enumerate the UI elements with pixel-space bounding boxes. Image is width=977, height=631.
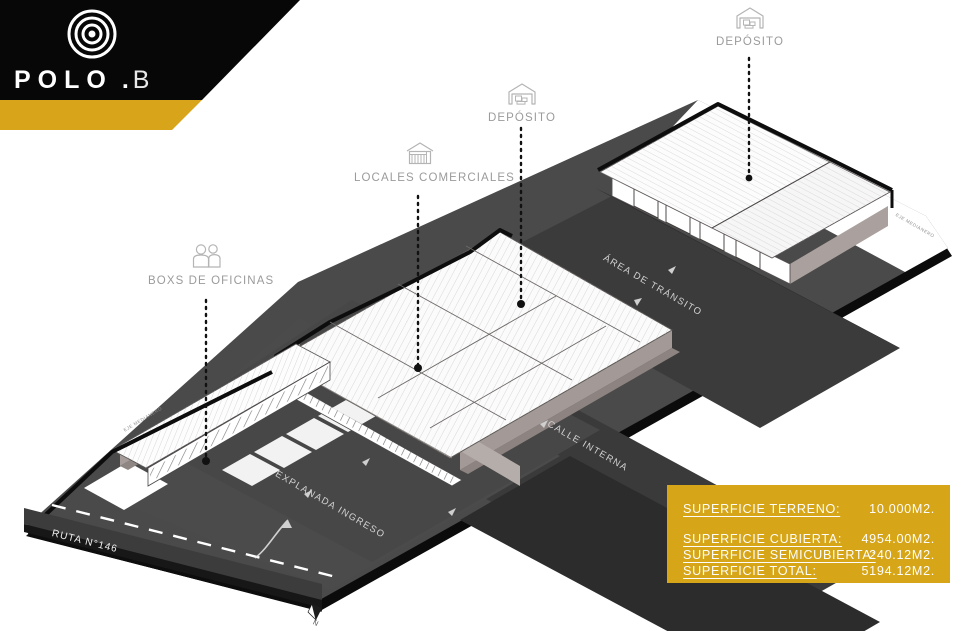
callout-locales-comerciales: LOCALES COMERCIALES xyxy=(354,140,515,184)
warehouse-boxes-icon xyxy=(508,83,536,105)
info-row-terreno: SUPERFICIE TERRENO: xyxy=(683,502,840,516)
callout-anchor-dots xyxy=(202,174,753,465)
brand-gold-bar xyxy=(0,100,202,130)
area-transito-surface xyxy=(472,196,900,428)
info-value-total: 5194.12M2. xyxy=(861,564,935,578)
brand-wordmark: POLO . B xyxy=(14,62,150,98)
two-people-icon xyxy=(192,244,221,268)
north-arrow-icon xyxy=(307,602,322,622)
callout-label: BOXS DE OFICINAS xyxy=(148,275,275,287)
info-key: SUPERFICIE TOTAL: xyxy=(683,564,817,578)
info-value-terreno: 10.000M2. xyxy=(869,502,935,516)
info-row-cubierta: SUPERFICIE CUBIERTA: xyxy=(683,532,842,546)
entry-flow-arrow xyxy=(254,519,292,559)
right-warehouse xyxy=(597,102,894,285)
info-value-semicubierta: 240.12M2. xyxy=(869,548,935,562)
info-key: SUPERFICIE CUBIERTA: xyxy=(683,532,843,546)
brand-separator: . xyxy=(121,65,129,94)
callout-label: LOCALES COMERCIALES xyxy=(354,172,515,184)
callout-deposito-derecha: DEPÓSITO xyxy=(706,6,794,48)
info-value-cubierta: 4954.00M2. xyxy=(861,532,935,546)
callout-leaders xyxy=(204,56,751,462)
info-key: SUPERFICIE TERRENO: xyxy=(683,502,841,516)
brand-name-primary: POLO xyxy=(14,65,113,94)
brand-header: POLO . B xyxy=(0,0,300,130)
transito-edge xyxy=(595,188,900,348)
info-row-total: SUPERFICIE TOTAL: xyxy=(683,564,817,578)
callout-label: DEPÓSITO xyxy=(715,36,785,48)
info-key: SUPERFICIE SEMICUBIERTA: xyxy=(683,548,876,562)
traffic-chevrons xyxy=(304,266,676,516)
surface-summary-panel: SUPERFICIE TERRENO: 10.000M2. SUPERFICIE… xyxy=(667,485,950,583)
brand-name-secondary: B xyxy=(132,65,151,94)
office-strip xyxy=(111,343,331,487)
callout-deposito-centro: DEPÓSITO xyxy=(478,82,566,124)
ruta-146 xyxy=(24,503,341,608)
concentric-circles-icon xyxy=(67,9,117,59)
callout-boxs-de-oficinas: BOXS DE OFICINAS xyxy=(148,243,275,287)
storefront-icon xyxy=(406,142,434,165)
info-row-semicubierta: SUPERFICIE SEMICUBIERTA: xyxy=(683,548,876,562)
office-entry-pad xyxy=(84,462,168,510)
warehouse-boxes-icon xyxy=(736,7,764,29)
callout-label: DEPÓSITO xyxy=(487,112,557,124)
